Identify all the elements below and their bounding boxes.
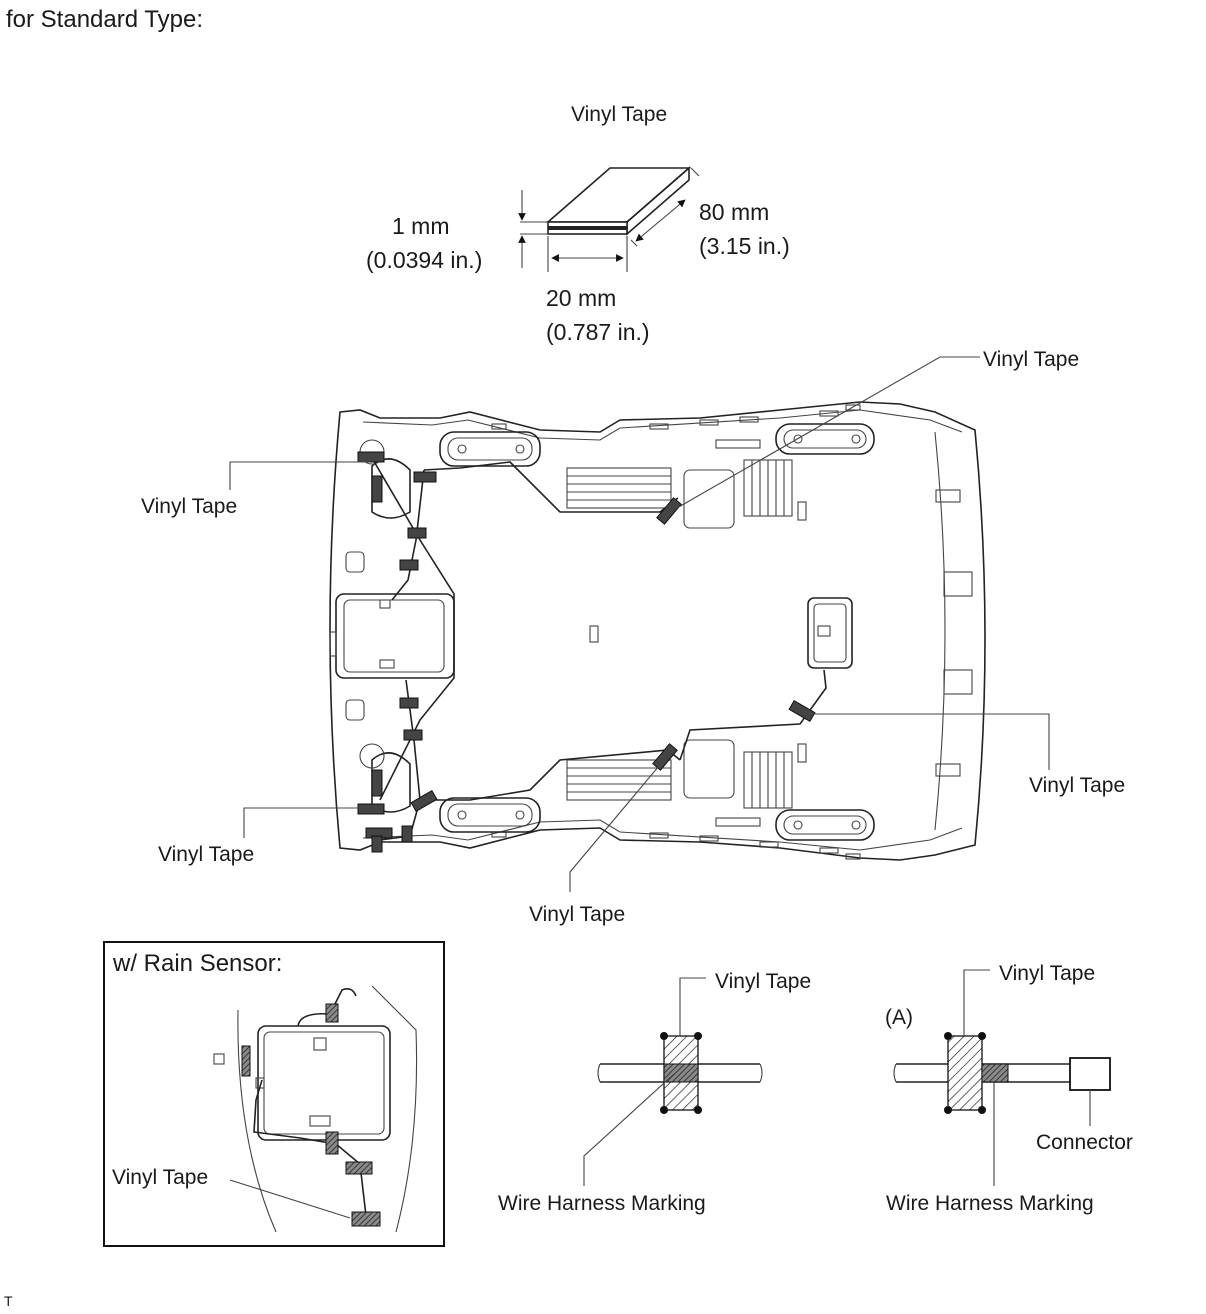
detail-right-marking-label: Wire Harness Marking bbox=[886, 1192, 1094, 1215]
rain-sensor-drawing bbox=[213, 985, 418, 1233]
label-vinyl-tape-upper-left: Vinyl Tape bbox=[141, 495, 237, 518]
detail-center-tape-label: Vinyl Tape bbox=[715, 970, 811, 993]
label-vinyl-tape-lower-left: Vinyl Tape bbox=[158, 843, 254, 866]
detail-center-marking-label: Wire Harness Marking bbox=[498, 1192, 706, 1215]
rear-dome-light bbox=[807, 597, 853, 669]
label-vinyl-tape-top-right: Vinyl Tape bbox=[983, 348, 1079, 371]
footer-mark: T bbox=[4, 1293, 13, 1309]
connector-box bbox=[1069, 1057, 1111, 1091]
rain-sensor-title: w/ Rain Sensor: bbox=[112, 950, 282, 977]
label-vinyl-tape-right: Vinyl Tape bbox=[1029, 774, 1125, 797]
rain-sensor-inset: w/ Rain Sensor: Vinyl Tape bbox=[103, 941, 445, 1247]
page-title: for Standard Type: bbox=[6, 6, 203, 33]
sun-visor-pads bbox=[439, 423, 875, 841]
rain-sensor-vinyl-tape-label: Vinyl Tape bbox=[112, 1166, 208, 1189]
top-trim-slots bbox=[491, 404, 861, 430]
headliner-leader-lines bbox=[229, 356, 1050, 892]
thickness-mm: 1 mm bbox=[392, 213, 450, 239]
tape-block-drawing bbox=[545, 166, 692, 236]
ribbed-panels bbox=[566, 459, 793, 809]
width-mm: 20 mm bbox=[546, 285, 616, 311]
width-in: (0.787 in.) bbox=[546, 319, 650, 345]
label-vinyl-tape-bottom-center: Vinyl Tape bbox=[529, 903, 625, 926]
front-console bbox=[329, 551, 455, 721]
detail-right-connector-label: Connector bbox=[1036, 1131, 1133, 1154]
detail-right-tag: (A) bbox=[885, 1006, 913, 1029]
detail-tape-over-marking bbox=[583, 977, 763, 1186]
length-in: (3.15 in.) bbox=[699, 233, 790, 259]
detail-tape-near-connector bbox=[893, 969, 1111, 1186]
width-dimension bbox=[547, 236, 628, 272]
wire-harness bbox=[371, 457, 827, 841]
rear-clips bbox=[935, 489, 973, 777]
thickness-dimension bbox=[518, 190, 548, 268]
thickness-in: (0.0394 in.) bbox=[366, 247, 482, 273]
length-mm: 80 mm bbox=[699, 199, 769, 225]
harness-tape-pieces bbox=[357, 451, 816, 853]
callout-vinyl-tape-label: Vinyl Tape bbox=[571, 103, 667, 126]
lamp-boxes bbox=[589, 439, 807, 827]
roof-headliner-drawing bbox=[229, 356, 1050, 892]
length-dimension bbox=[630, 167, 700, 247]
tape-dimension-callout: Vinyl Tape 1 mm (0.0394 in.) 20 mm (0.78… bbox=[366, 103, 790, 345]
detail-right-tape-label: Vinyl Tape bbox=[999, 962, 1095, 985]
